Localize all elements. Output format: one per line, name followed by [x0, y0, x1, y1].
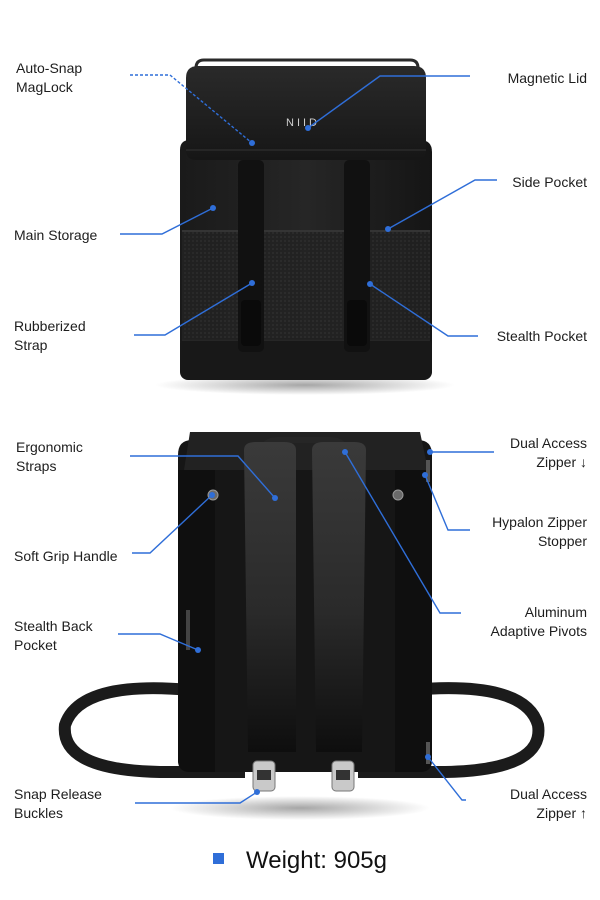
label-hypalon-zipper-stopper: Hypalon Zipper Stopper — [492, 514, 587, 549]
label-stealth-back-pocket: Stealth Back Pocket — [14, 618, 93, 653]
back-backpack — [58, 432, 545, 820]
label-aluminum-adaptive-pivots: Aluminum Adaptive Pivots — [490, 604, 588, 639]
label-dual-access-zipper-bottom: Dual Access Zipper ↑ — [509, 786, 587, 821]
label-main-storage: Main Storage — [14, 227, 98, 243]
label-magnetic-lid: Magnetic Lid — [507, 70, 587, 86]
label-auto-snap-maglock: Auto-Snap MagLock — [16, 60, 83, 95]
callout-lines — [118, 74, 497, 804]
front-backpack: NIID — [155, 58, 455, 395]
label-dual-access-zipper-top: Dual Access Zipper ↓ — [509, 435, 587, 470]
label-rubberized-strap: Rubberized Strap — [14, 318, 86, 353]
label-side-pocket: Side Pocket — [512, 174, 587, 190]
label-ergonomic-straps: Ergonomic Straps — [16, 439, 83, 474]
label-snap-release-buckles: Snap Release Buckles — [14, 786, 102, 821]
bullet-icon — [213, 853, 224, 865]
weight-text: Weight: 905g — [246, 847, 387, 874]
label-stealth-pocket: Stealth Pocket — [496, 328, 587, 344]
label-soft-grip-handle: Soft Grip Handle — [14, 548, 118, 564]
weight-line: Weight: 905g — [0, 847, 600, 875]
callout-dots — [195, 125, 433, 795]
